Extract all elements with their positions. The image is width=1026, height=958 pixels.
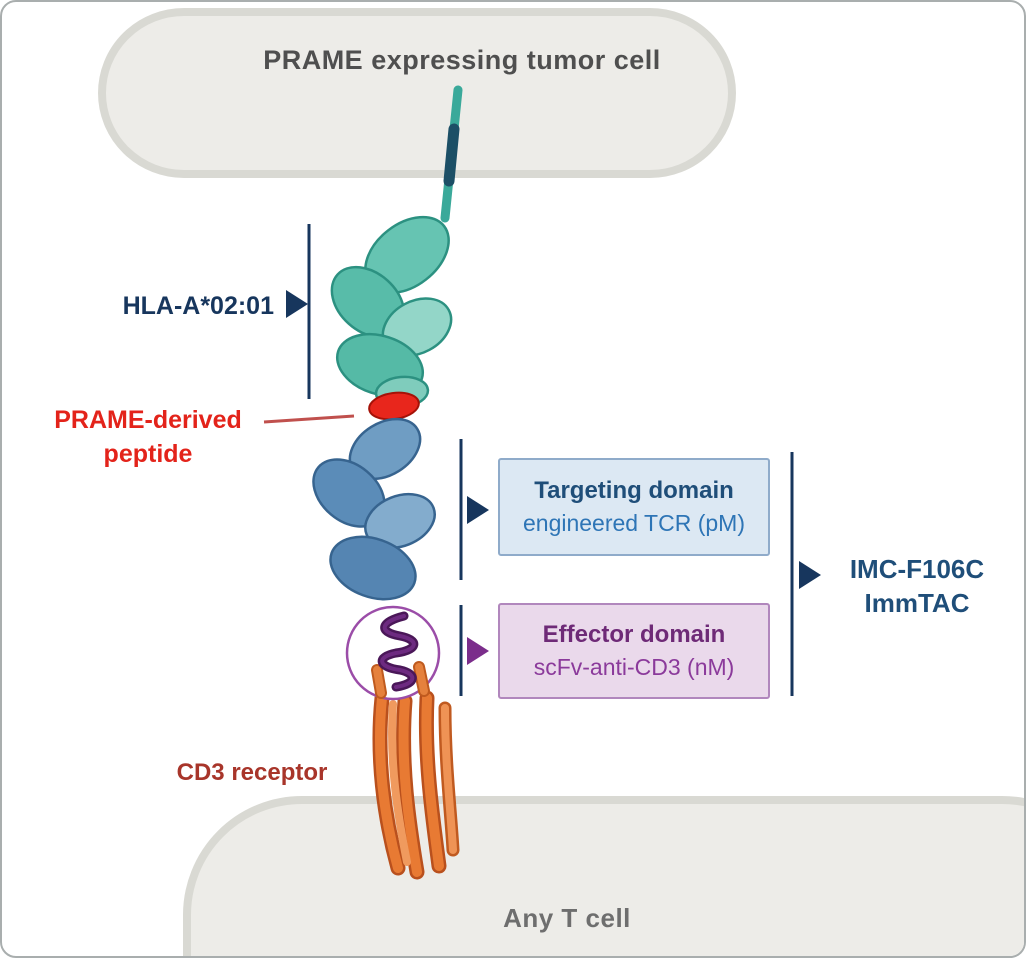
tumor-cell-shape [98, 8, 736, 178]
peptide-pointer-line [263, 414, 355, 424]
immtac-label-line1: IMC-F106C [849, 554, 985, 584]
cd3-strand [421, 693, 444, 871]
tcr-targeting-domain [312, 417, 436, 601]
targeting-domain-box: Targeting domain engineered TCR (pM) [498, 458, 770, 556]
hla-label: HLA-A*02:01 [122, 292, 274, 320]
targeting-domain-title: Targeting domain [534, 477, 734, 504]
immtac-label-line2: ImmTAC [864, 587, 970, 618]
hla-arrowhead-icon [286, 290, 308, 318]
stalk-transmembrane-segment [443, 123, 460, 187]
hla-membrane-stalk [440, 85, 463, 223]
effector-domain-title: Effector domain [542, 621, 726, 648]
immtac-label: IMC-F106C ImmTAC [824, 553, 1010, 621]
tcr-blob [364, 492, 436, 550]
cd3-receptor-label: CD3 receptor [176, 759, 328, 786]
targeting-domain-subtitle: engineered TCR (pM) [522, 510, 745, 536]
effector-domain-subtitle: scFv-anti-CD3 (nM) [533, 654, 735, 680]
cd3-strand [374, 693, 403, 873]
cd3-strand [388, 700, 411, 866]
immtac-arrowhead-icon [799, 561, 821, 589]
cd3-strand-tip [415, 663, 428, 695]
targeting-arrowhead-icon [467, 496, 489, 524]
cd3-strand-tip [373, 666, 385, 697]
cd3-receptor [372, 690, 460, 880]
peptide-label-line1: PRAME-derived [54, 406, 242, 434]
scfv-helix-highlight [380, 614, 416, 689]
tcr-blob [329, 535, 417, 601]
scfv-effector-domain [345, 605, 441, 701]
cd3-strand [441, 704, 457, 854]
effector-arrowhead-icon [467, 637, 489, 665]
hla-molecule [330, 215, 453, 409]
cd3-strand [398, 696, 422, 877]
peptide-label-line2: peptide [103, 439, 193, 468]
tumor-cell-label: PRAME expressing tumor cell [263, 45, 661, 75]
effector-domain-box: Effector domain scFv-anti-CD3 (nM) [498, 603, 770, 699]
t-cell-label: Any T cell [503, 903, 631, 933]
peptide-label: PRAME-derived peptide [27, 404, 269, 472]
